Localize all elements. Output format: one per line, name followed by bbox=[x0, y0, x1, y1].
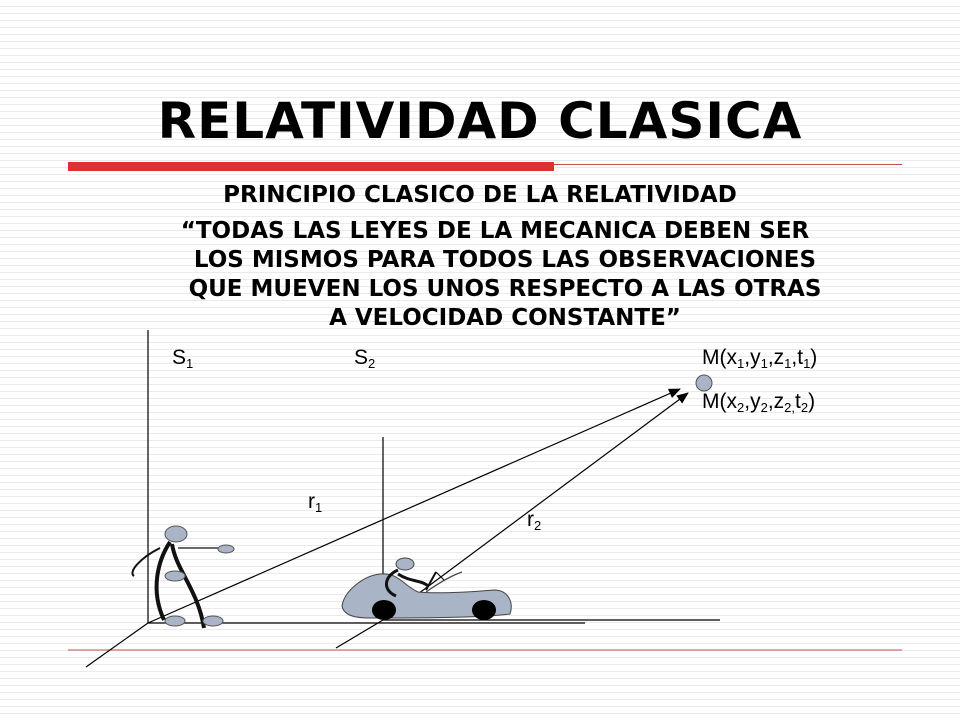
vector-r1 bbox=[147, 388, 681, 624]
quote-line-2: LOS MISMOS PARA TODOS LAS OBSERVACIONES bbox=[193, 247, 817, 273]
label-s1: S1 bbox=[172, 346, 194, 371]
slide-subtitle: PRINCIPIO CLASICO DE LA RELATIVIDAD bbox=[223, 182, 737, 208]
point-m-icon bbox=[695, 374, 713, 392]
label-r1: r1 bbox=[308, 490, 323, 515]
title-underline-accent bbox=[68, 162, 554, 171]
label-m-frame2: M(x2,y2,z2,t2) bbox=[702, 390, 816, 415]
label-s2: S2 bbox=[354, 346, 376, 371]
car-icon bbox=[341, 557, 512, 620]
label-r2: r2 bbox=[527, 508, 542, 533]
observer-figure-icon bbox=[131, 525, 235, 629]
s2-depth-axis bbox=[335, 619, 384, 649]
principle-quote: “TODAS LAS LEYES DE LA MECANICA DEBEN SE… bbox=[120, 217, 890, 333]
label-m-frame1: M(x1,y1,z1,t1) bbox=[702, 346, 818, 371]
vector-r2 bbox=[382, 392, 689, 621]
s1-depth-axis bbox=[85, 622, 149, 668]
slide-title: RELATIVIDAD CLASICA bbox=[157, 92, 803, 150]
quote-line-4: A VELOCIDAD CONSTANTE” bbox=[329, 305, 681, 331]
quote-line-1: “TODAS LAS LEYES DE LA MECANICA DEBEN SE… bbox=[180, 218, 810, 244]
quote-line-3: QUE MUEVEN LOS UNOS RESPECTO A LAS OTRAS bbox=[188, 276, 822, 302]
